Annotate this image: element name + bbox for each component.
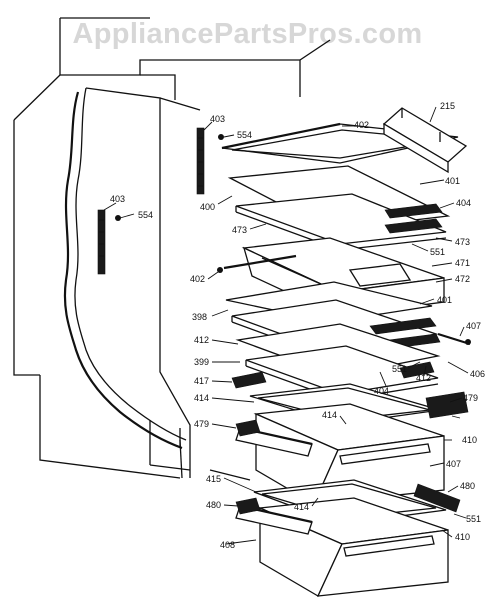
callout-480-left: 480 — [206, 500, 221, 510]
callout-414-lower: 414 — [294, 502, 309, 512]
door-bin-215 — [382, 107, 468, 174]
callout-398: 398 — [192, 312, 207, 322]
callout-403-lower: 403 — [110, 194, 125, 204]
callout-551-middle: 551 — [392, 364, 407, 374]
part-callouts: 215 402 403 554 401 400 404 473 473 403 … — [110, 101, 485, 550]
callout-407-lower: 407 — [446, 459, 461, 469]
callout-473-right: 473 — [455, 237, 470, 247]
callout-551-lower: 551 — [466, 514, 481, 524]
callout-471: 471 — [455, 258, 470, 268]
callout-554-lower: 554 — [138, 210, 153, 220]
callout-554-upper: 554 — [237, 130, 252, 140]
callout-414-left: 414 — [194, 393, 209, 403]
callout-410-lower: 410 — [455, 532, 470, 542]
callout-412-right: 412 — [416, 373, 431, 383]
shelf-rail-upper — [196, 127, 224, 195]
callout-551-upper: 551 — [430, 247, 445, 257]
callout-406: 406 — [470, 369, 485, 379]
callout-403-upper: 403 — [210, 114, 225, 124]
upper-drawer — [235, 403, 445, 505]
callout-404-upper: 404 — [456, 198, 471, 208]
callout-415: 415 — [206, 474, 221, 484]
callout-407-right: 407 — [466, 321, 481, 331]
cabinet-outline — [13, 17, 331, 481]
callout-479-right: 479 — [463, 393, 478, 403]
leader-lines — [103, 106, 469, 545]
callout-414-middle: 414 — [322, 410, 337, 420]
callout-401-top: 401 — [445, 176, 460, 186]
top-shelf-assembly — [221, 122, 459, 251]
callout-412-left: 412 — [194, 335, 209, 345]
callout-215: 215 — [440, 101, 455, 111]
callout-402-top: 402 — [354, 120, 369, 130]
callout-402-middle: 402 — [190, 274, 205, 284]
callout-401-middle: 401 — [437, 295, 452, 305]
callout-404-lower: 404 — [374, 386, 389, 396]
callout-472: 472 — [455, 274, 470, 284]
callout-479-left: 479 — [194, 419, 209, 429]
callout-480-right: 480 — [460, 481, 475, 491]
callout-417: 417 — [194, 376, 209, 386]
callout-408: 408 — [220, 540, 235, 550]
callout-473-left: 473 — [232, 225, 247, 235]
callout-410-upper: 410 — [462, 435, 477, 445]
lower-drawer — [235, 497, 449, 597]
callout-400: 400 — [200, 202, 215, 212]
shelf-rail-lower — [97, 209, 121, 275]
lower-shelf-assembly — [231, 323, 441, 401]
callout-399: 399 — [194, 357, 209, 367]
